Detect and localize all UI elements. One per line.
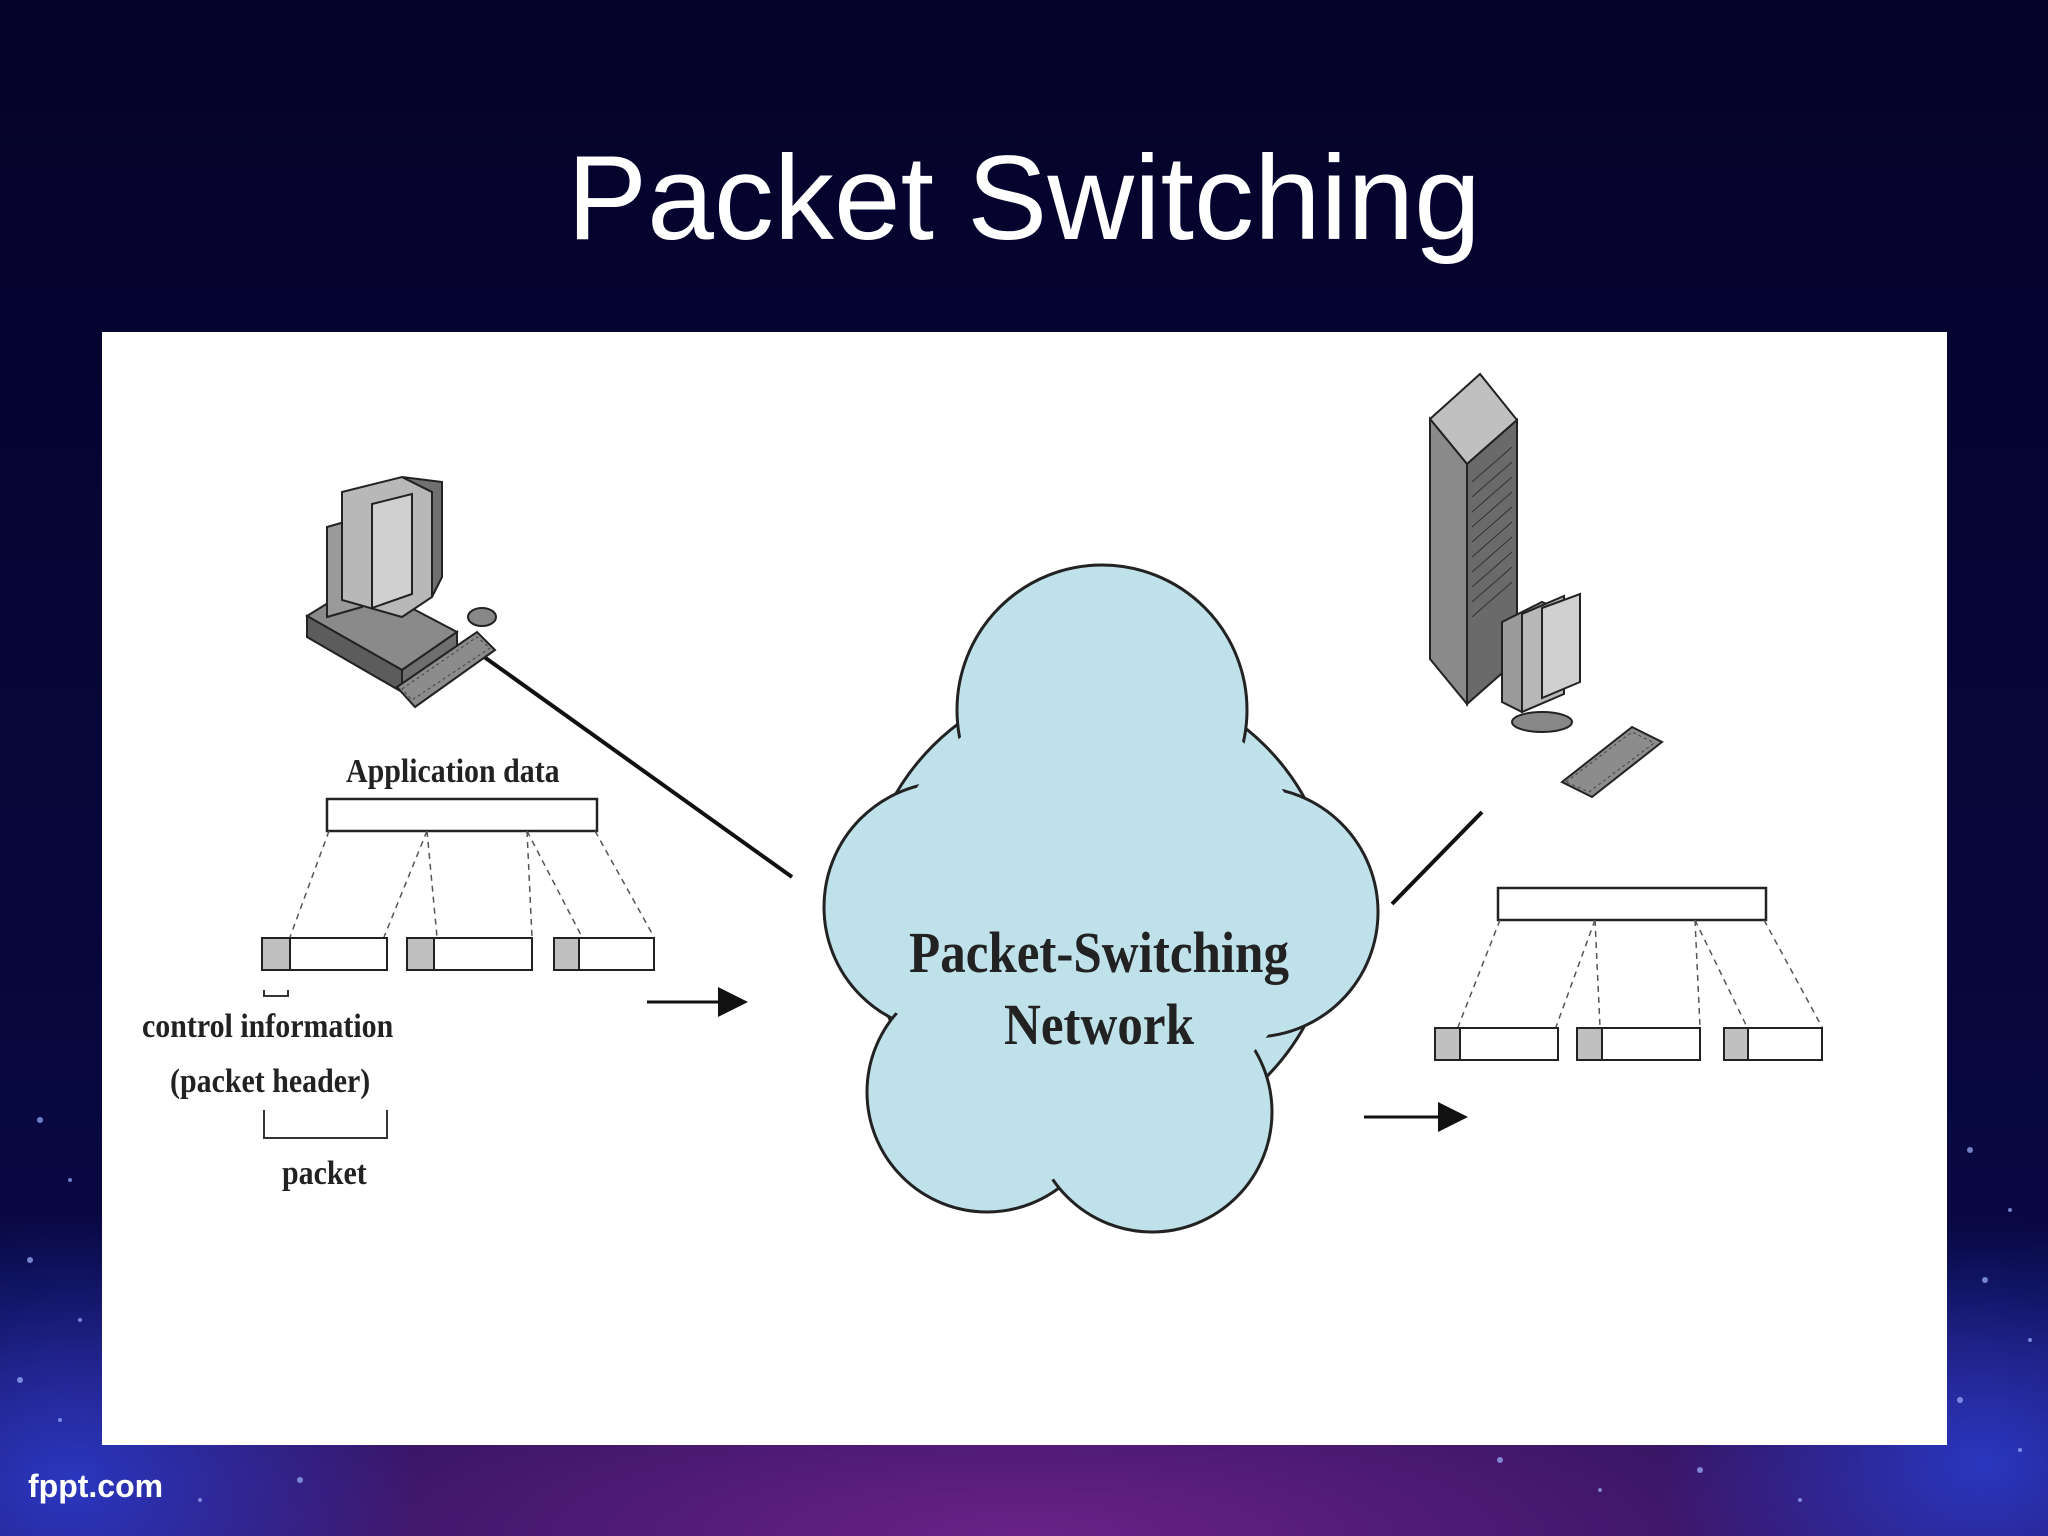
packet-header-label: (packet header): [170, 1063, 371, 1100]
network-cloud: [822, 563, 1380, 1234]
right-application-data-bar: [1496, 886, 1768, 922]
left-connection-line: [478, 652, 794, 879]
network-label: Packet-Switching Network: [888, 917, 1310, 1061]
left-computer-icon: [305, 475, 497, 709]
packet-label: packet: [282, 1155, 367, 1192]
packet-switching-diagram: [261, 372, 1823, 1234]
right-packet: [1434, 1027, 1559, 1061]
network-label-line1: Packet-Switching: [909, 920, 1289, 985]
right-connection-line: [1390, 810, 1484, 906]
packet-bracket: [263, 1110, 388, 1139]
right-packet: [1576, 1027, 1701, 1061]
left-packet: [261, 937, 388, 971]
left-split-lines: [289, 830, 655, 938]
network-label-line2: Network: [1004, 992, 1194, 1057]
slide-title: Packet Switching: [567, 131, 1481, 265]
right-server-icon: [1428, 372, 1664, 799]
diagram-panel: Application data control information (pa…: [102, 332, 1947, 1445]
application-data-label: Application data: [346, 753, 560, 790]
control-information-label: control information: [142, 1008, 394, 1045]
left-packet: [553, 937, 655, 971]
right-packets: [1434, 1027, 1823, 1061]
fppt-logo: fppt.com: [28, 1468, 164, 1504]
left-packet: [406, 937, 533, 971]
left-packets: [261, 937, 655, 971]
left-application-data-bar: [325, 797, 599, 833]
right-split-lines: [1457, 919, 1823, 1028]
header-bracket: [263, 990, 289, 997]
right-packet: [1723, 1027, 1823, 1061]
